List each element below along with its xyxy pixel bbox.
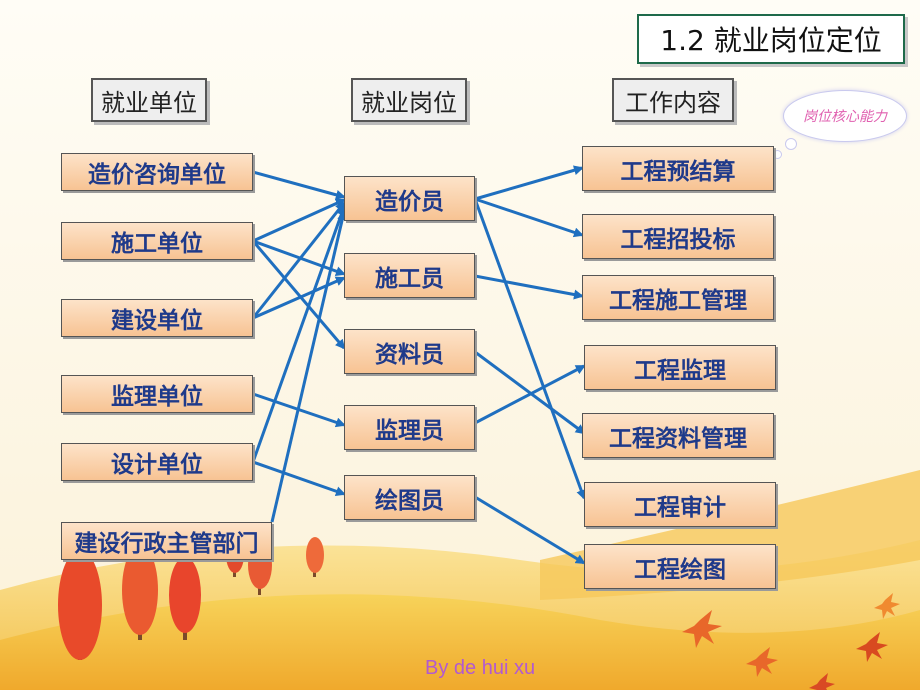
arrow-zaojiayuan-to-yujiesuan xyxy=(474,165,584,201)
job-documentation-officer: 资料员 xyxy=(344,329,475,374)
arrow-unit-zaojia-to-zaojiayuan xyxy=(252,170,346,200)
arrow-unit-sheji-to-zaojiayuan xyxy=(251,205,347,463)
work-construction-management: 工程施工管理 xyxy=(582,275,774,320)
slide-title: 1.2 就业岗位定位 xyxy=(637,14,905,64)
arrow-shigongyuan-to-shigongguanli xyxy=(474,274,584,300)
bubble-dot xyxy=(785,138,797,150)
arrow-unit-jianshe-to-shigongyuan xyxy=(252,276,346,320)
work-settlement: 工程预结算 xyxy=(582,146,774,191)
author-footer: By de hui xu xyxy=(425,657,536,679)
job-construction-officer: 施工员 xyxy=(344,253,475,298)
arrow-ziliaoyuan-to-ziliaoguanli xyxy=(474,350,586,435)
unit-supervision: 监理单位 xyxy=(61,375,253,413)
arrow-unit-shigong-to-zaojiayuan xyxy=(252,198,346,243)
arrow-unit-xingzheng-to-zaojiayuan xyxy=(270,210,348,523)
arrow-zaojiayuan-to-shenji xyxy=(473,198,586,500)
job-supervisor: 监理员 xyxy=(344,405,475,450)
arrow-unit-shigong-to-ziliaoyuan xyxy=(251,240,346,350)
job-draftsman: 绘图员 xyxy=(344,475,475,520)
work-supervision: 工程监理 xyxy=(584,345,776,390)
arrow-unit-shigong-to-shigongyuan xyxy=(252,239,346,276)
header-jobs: 就业岗位 xyxy=(351,78,467,122)
core-ability-badge: 岗位核心能力 xyxy=(783,90,907,142)
job-cost-estimator: 造价员 xyxy=(344,176,475,221)
arrow-huituyuan-to-huitu xyxy=(474,495,586,565)
arrow-unit-jianshe-to-zaojiayuan xyxy=(251,201,346,319)
work-drafting: 工程绘图 xyxy=(584,544,776,589)
tree-decorations xyxy=(58,537,324,660)
header-units: 就业单位 xyxy=(91,78,207,122)
leaf-decorations xyxy=(682,593,900,690)
header-work: 工作内容 xyxy=(612,78,734,122)
work-documentation-management: 工程资料管理 xyxy=(582,413,774,458)
unit-construction: 施工单位 xyxy=(61,222,253,260)
arrow-unit-sheji-to-huituyuan xyxy=(252,460,346,497)
work-audit: 工程审计 xyxy=(584,482,776,527)
unit-administration: 建设行政主管部门 xyxy=(61,522,272,560)
arrow-zaojiayuan-to-zhaotoubiao xyxy=(474,197,584,238)
unit-developer: 建设单位 xyxy=(61,299,253,337)
work-bidding: 工程招投标 xyxy=(582,214,774,259)
unit-zaojia-consulting: 造价咨询单位 xyxy=(61,153,253,191)
arrow-jianliyuan-to-jianli xyxy=(474,364,586,425)
unit-design: 设计单位 xyxy=(61,443,253,481)
